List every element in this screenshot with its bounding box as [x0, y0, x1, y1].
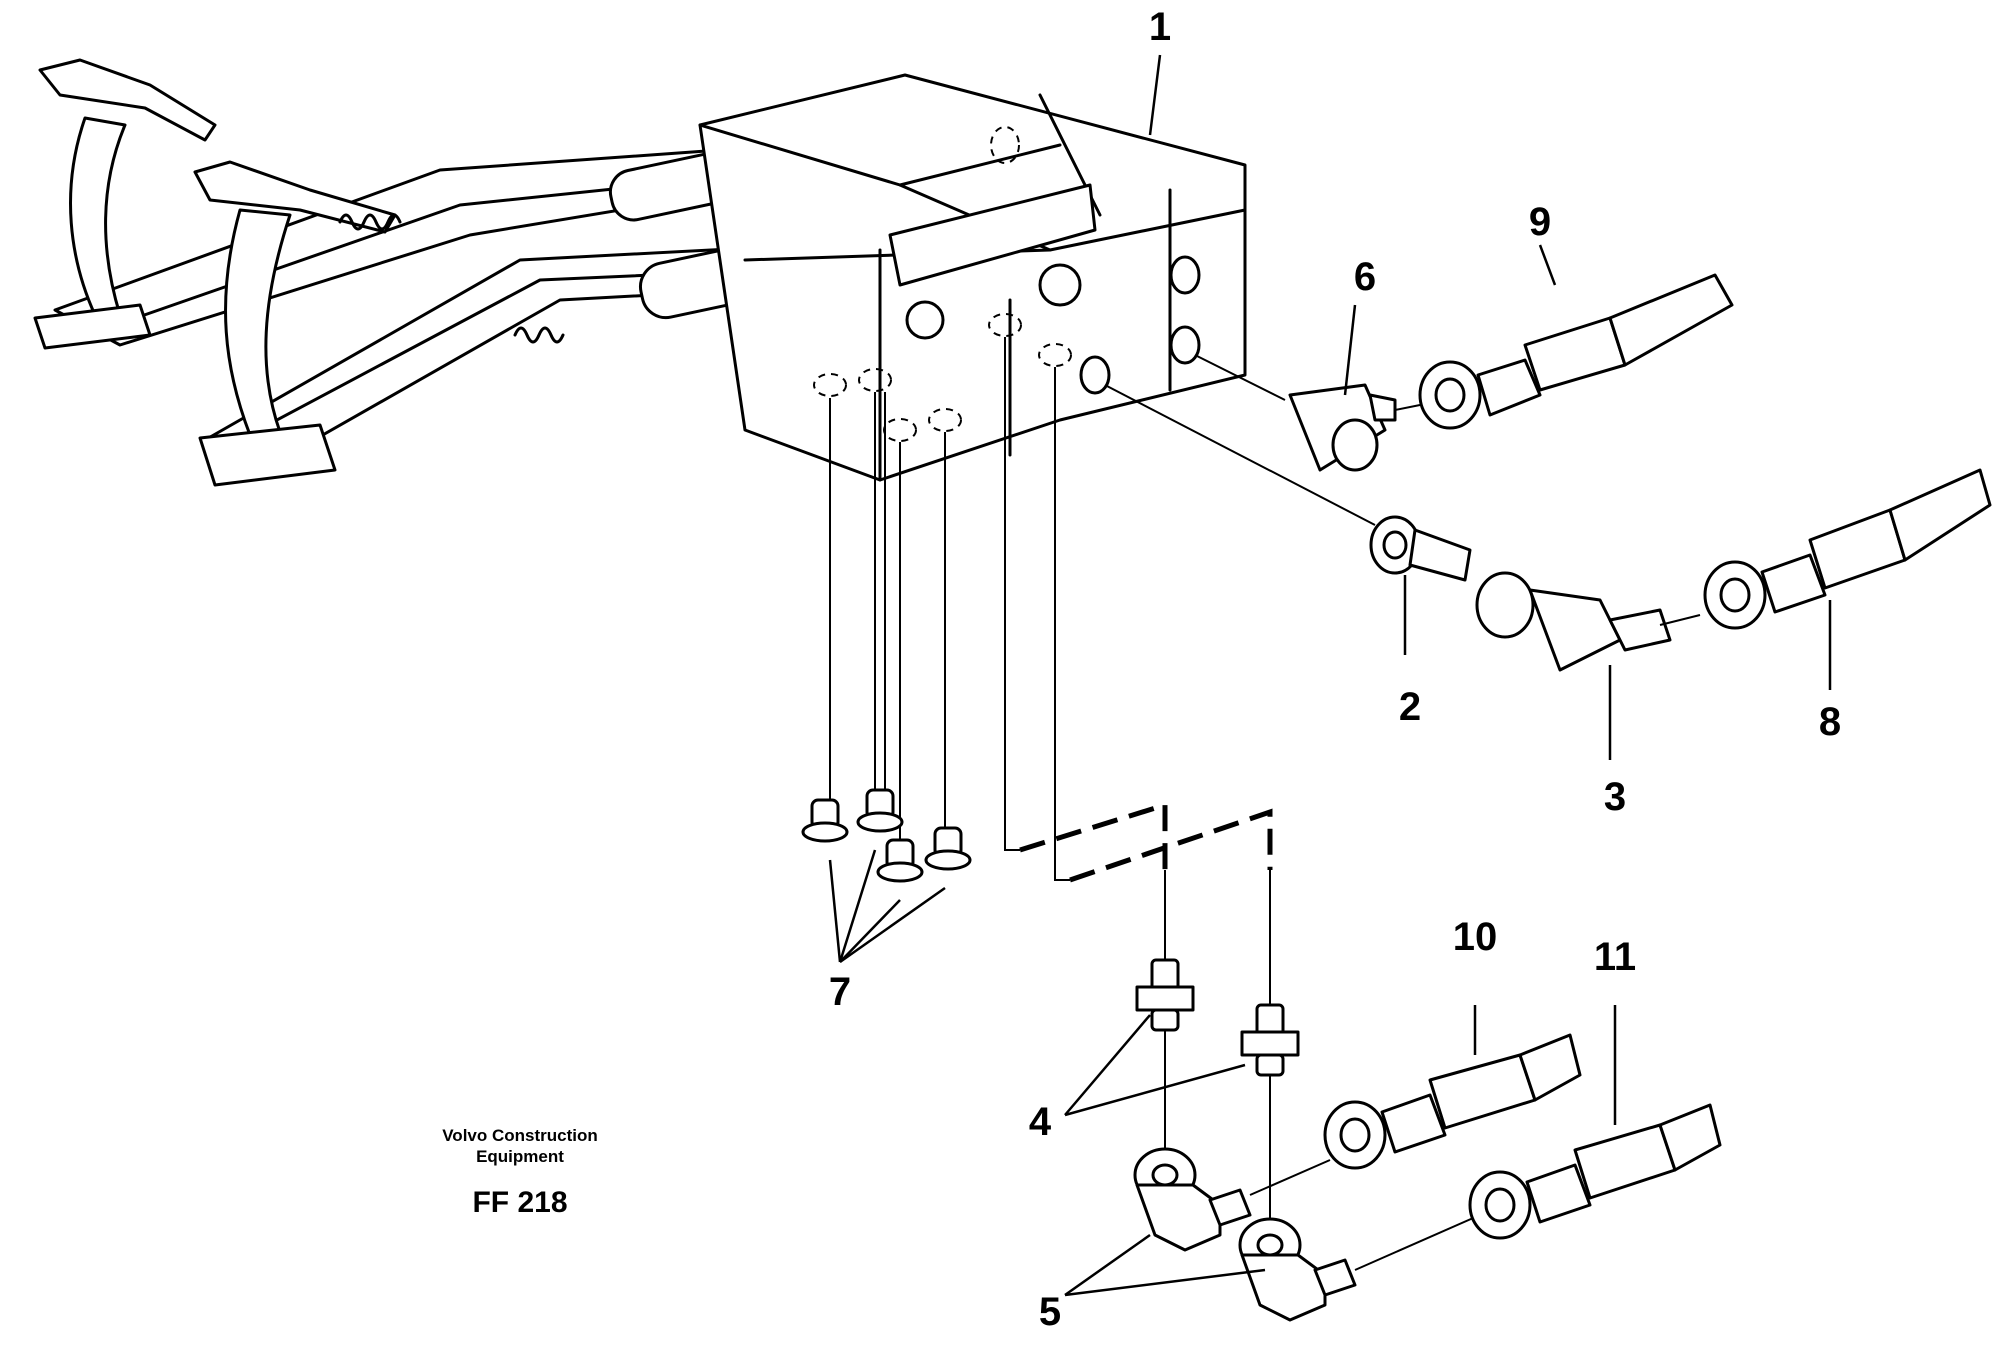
callout-2: 2 — [1399, 685, 1421, 729]
elbows-item-5 — [1133, 1147, 1481, 1322]
hose-item-9 — [1418, 273, 1734, 430]
hose-item-11 — [1468, 1103, 1722, 1240]
callout-4: 4 — [1029, 1100, 1052, 1144]
callout-10: 10 — [1453, 915, 1498, 959]
callout-7: 7 — [829, 970, 851, 1014]
hose-item-8 — [1703, 468, 1992, 630]
fitting-item-6 — [1194, 354, 1421, 472]
publisher-name-line-2: Equipment — [476, 1147, 564, 1166]
adapter-item-2 — [1104, 384, 1472, 582]
figure-code: FF 218 — [472, 1186, 567, 1219]
elbow-item-3 — [1475, 571, 1701, 672]
nipples-item-4 — [1135, 958, 1300, 1077]
publisher-credit: Volvo Construction Equipment FF 218 — [442, 1126, 598, 1219]
callout-11: 11 — [1594, 935, 1636, 979]
port-drop-lines — [829, 337, 1273, 1225]
leader-lines — [828, 54, 1832, 1297]
callout-6: 6 — [1354, 255, 1376, 299]
publisher-name: Volvo Construction — [442, 1126, 598, 1145]
pedal-valve-assembly — [33, 58, 1247, 487]
plugs-item-7 — [801, 788, 972, 883]
callout-8: 8 — [1819, 700, 1841, 744]
callout-5: 5 — [1039, 1290, 1061, 1334]
hose-item-10 — [1323, 1033, 1582, 1170]
callout-1: 1 — [1149, 5, 1171, 49]
callout-3: 3 — [1604, 775, 1626, 819]
callout-labels: 1 2 3 4 5 6 7 8 9 10 11 — [829, 5, 1841, 1334]
callout-9: 9 — [1529, 200, 1551, 244]
